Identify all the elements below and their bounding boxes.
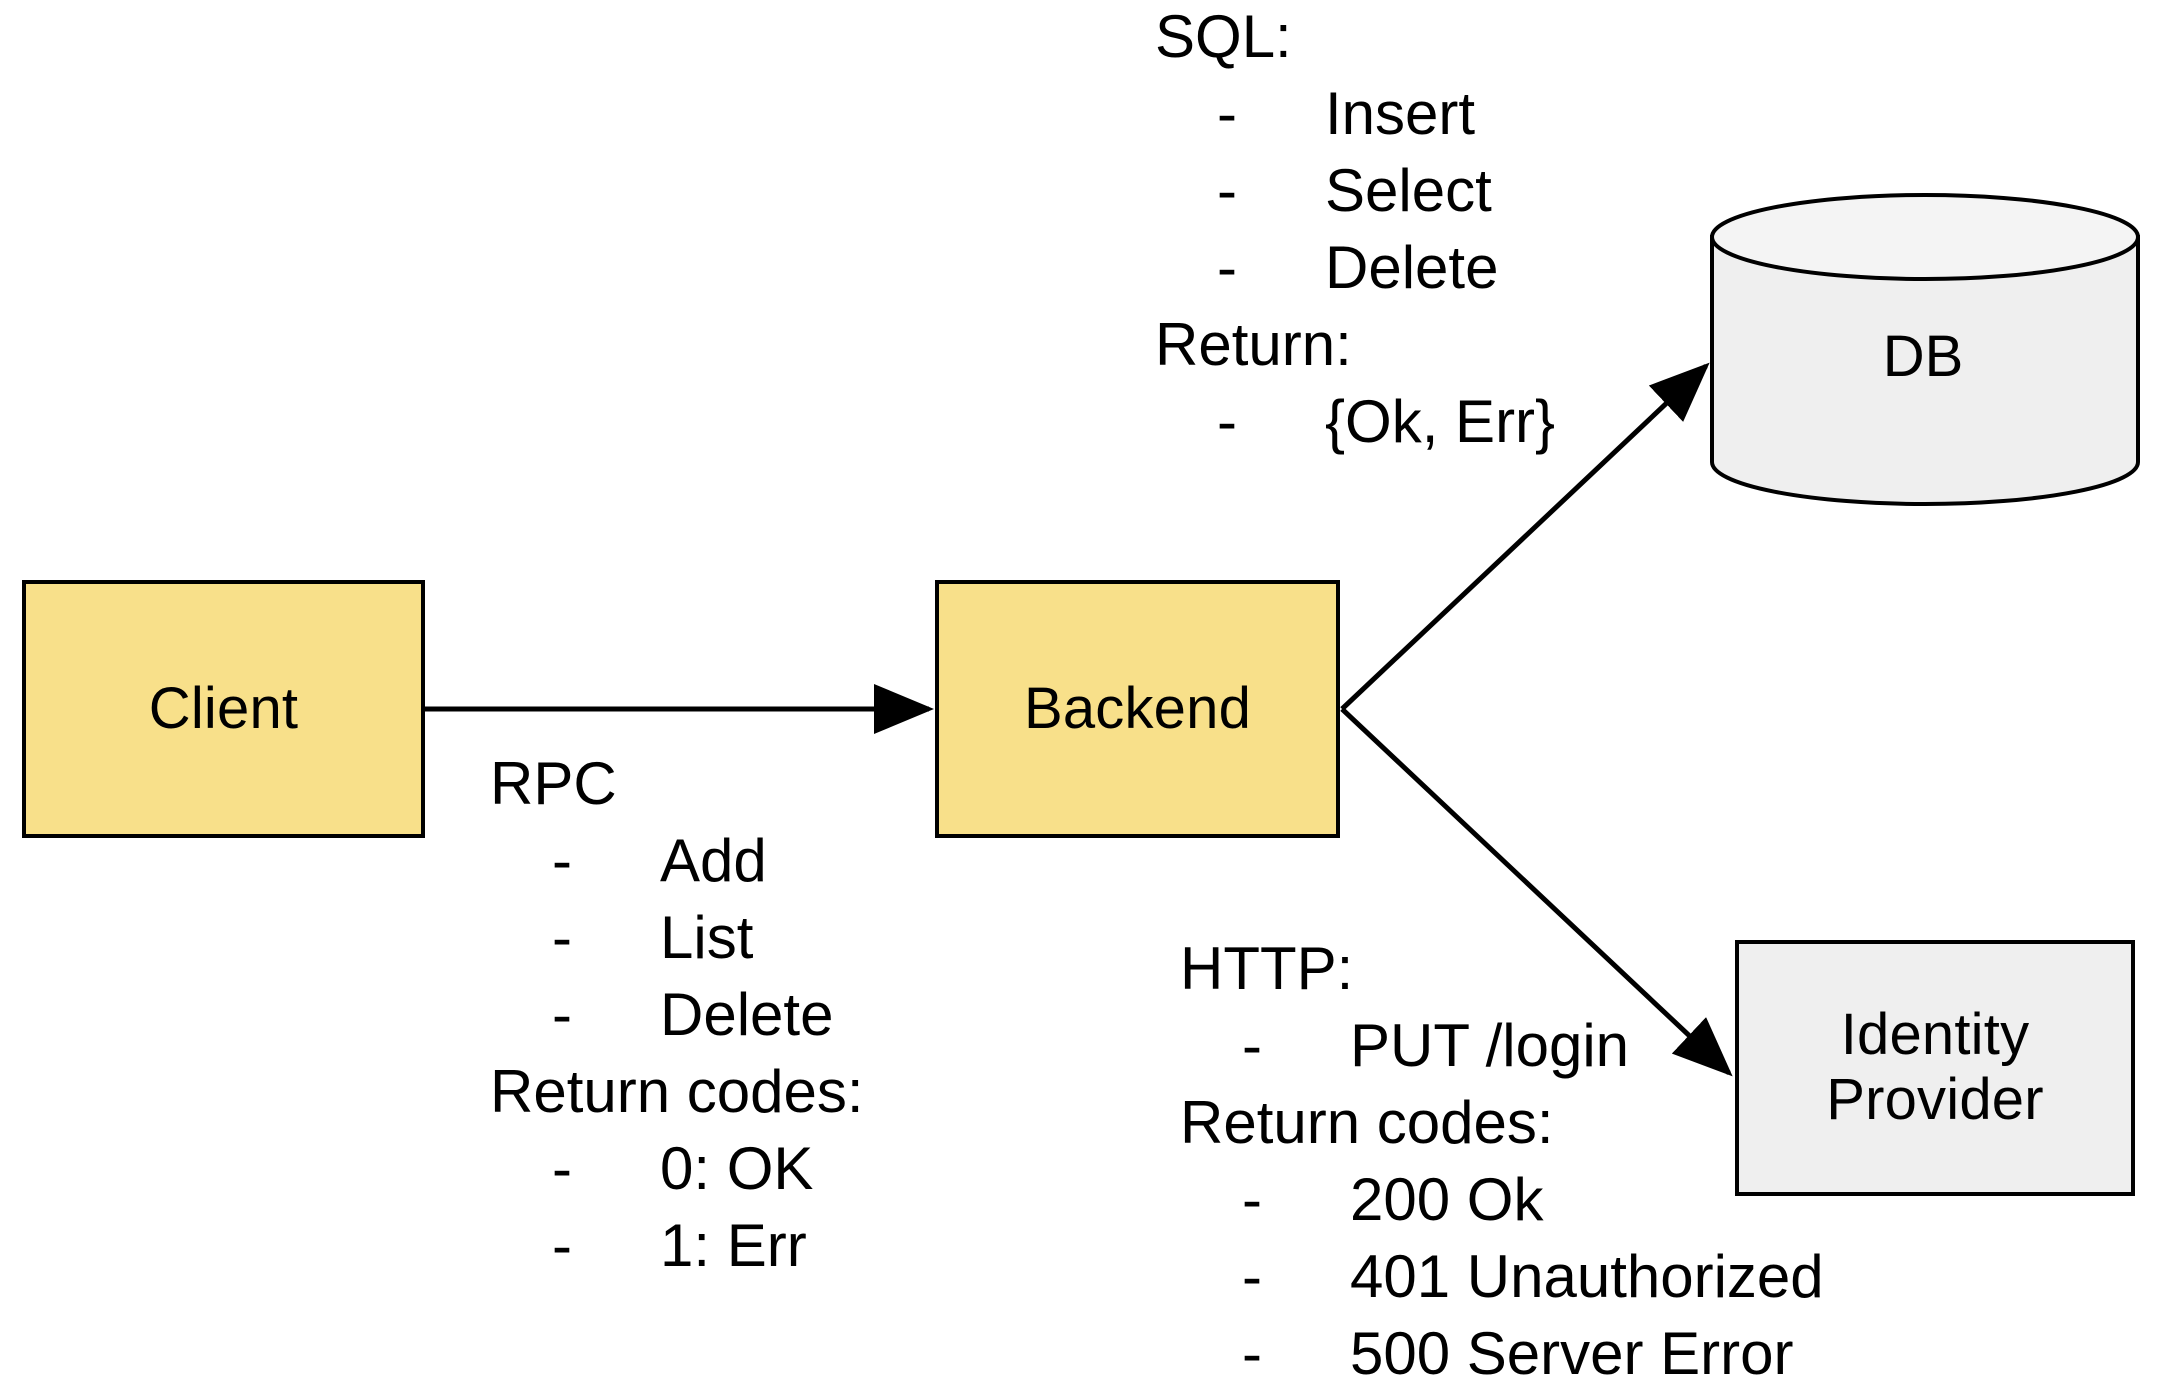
annotation-sql-item-label: Insert [1325, 80, 1476, 147]
annotation-http-subitem: - 500 Server Error [1180, 1315, 1824, 1392]
annotation-rpc: RPC - Add - List - Delete Return codes: … [490, 745, 864, 1284]
annotation-http-item-label: PUT /login [1350, 1012, 1630, 1079]
annotation-rpc-item: - Delete [490, 976, 864, 1053]
annotation-http-subitem: - 401 Unauthorized [1180, 1238, 1824, 1315]
annotation-sql-item: - Select [1155, 152, 1555, 229]
bullet-dash-icon: - [1217, 234, 1237, 301]
annotation-rpc-subitem: - 0: OK [490, 1130, 864, 1207]
bullet-dash-icon: - [1242, 1243, 1262, 1310]
node-identity-provider-label-line2: Provider [1826, 1067, 2044, 1132]
bullet-dash-icon: - [1217, 388, 1237, 455]
node-client-label: Client [148, 675, 299, 741]
bullet-dash-icon: - [552, 1212, 572, 1279]
annotation-sql-heading: SQL: [1155, 3, 1292, 70]
annotation-http-item: - PUT /login [1180, 1007, 1824, 1084]
annotation-http-subitem: - 200 Ok [1180, 1161, 1824, 1238]
annotation-rpc-item: - Add [490, 822, 864, 899]
node-backend[interactable]: Backend [935, 580, 1340, 838]
bullet-dash-icon: - [1242, 1320, 1262, 1387]
annotation-sql-item-label: Select [1325, 157, 1492, 224]
bullet-dash-icon: - [1242, 1166, 1262, 1233]
bullet-dash-icon: - [1217, 157, 1237, 224]
annotation-rpc-item: - List [490, 899, 864, 976]
node-backend-label: Backend [1023, 675, 1252, 741]
annotation-sql-subitem-label: {Ok, Err} [1325, 388, 1556, 455]
node-identity-provider-label: Identity Provider [1826, 1002, 2044, 1133]
annotation-rpc-item-label: List [660, 904, 754, 971]
annotation-http: HTTP: - PUT /login Return codes: - 200 O… [1180, 930, 1824, 1392]
annotation-rpc-heading: RPC [490, 750, 617, 817]
annotation-http-subitem-label: 401 Unauthorized [1350, 1243, 1824, 1310]
bullet-dash-icon: - [1242, 1012, 1262, 1079]
annotation-rpc-item-label: Delete [660, 981, 834, 1048]
annotation-rpc-subitem-label: 0: OK [660, 1135, 814, 1202]
annotation-rpc-subitem: - 1: Err [490, 1207, 864, 1284]
annotation-http-subitem-label: 200 Ok [1350, 1166, 1544, 1233]
bullet-dash-icon: - [552, 827, 572, 894]
bullet-dash-icon: - [552, 904, 572, 971]
node-client[interactable]: Client [22, 580, 425, 838]
annotation-sql-item-label: Delete [1325, 234, 1499, 301]
node-identity-provider[interactable]: Identity Provider [1735, 940, 2135, 1196]
bullet-dash-icon: - [552, 1135, 572, 1202]
annotation-rpc-subitem-label: 1: Err [660, 1212, 807, 1279]
annotation-sql-item: - Delete [1155, 229, 1555, 306]
annotation-sql-subitem: - {Ok, Err} [1155, 383, 1555, 460]
annotation-sql-subheading: Return: [1155, 311, 1352, 378]
node-db[interactable]: DB [1710, 325, 2136, 389]
bullet-dash-icon: - [552, 981, 572, 1048]
annotation-sql: SQL: - Insert - Select - Delete Return: … [1155, 0, 1555, 460]
node-identity-provider-label-line1: Identity [1840, 1002, 2030, 1068]
annotation-sql-item: - Insert [1155, 75, 1555, 152]
annotation-rpc-subheading: Return codes: [490, 1058, 864, 1125]
annotation-http-subitem-label: 500 Server Error [1350, 1320, 1794, 1387]
node-db-label: DB [1882, 324, 1964, 389]
annotation-http-heading: HTTP: [1180, 935, 1354, 1002]
annotation-http-subheading: Return codes: [1180, 1089, 1554, 1156]
bullet-dash-icon: - [1217, 80, 1237, 147]
annotation-rpc-item-label: Add [660, 827, 767, 894]
